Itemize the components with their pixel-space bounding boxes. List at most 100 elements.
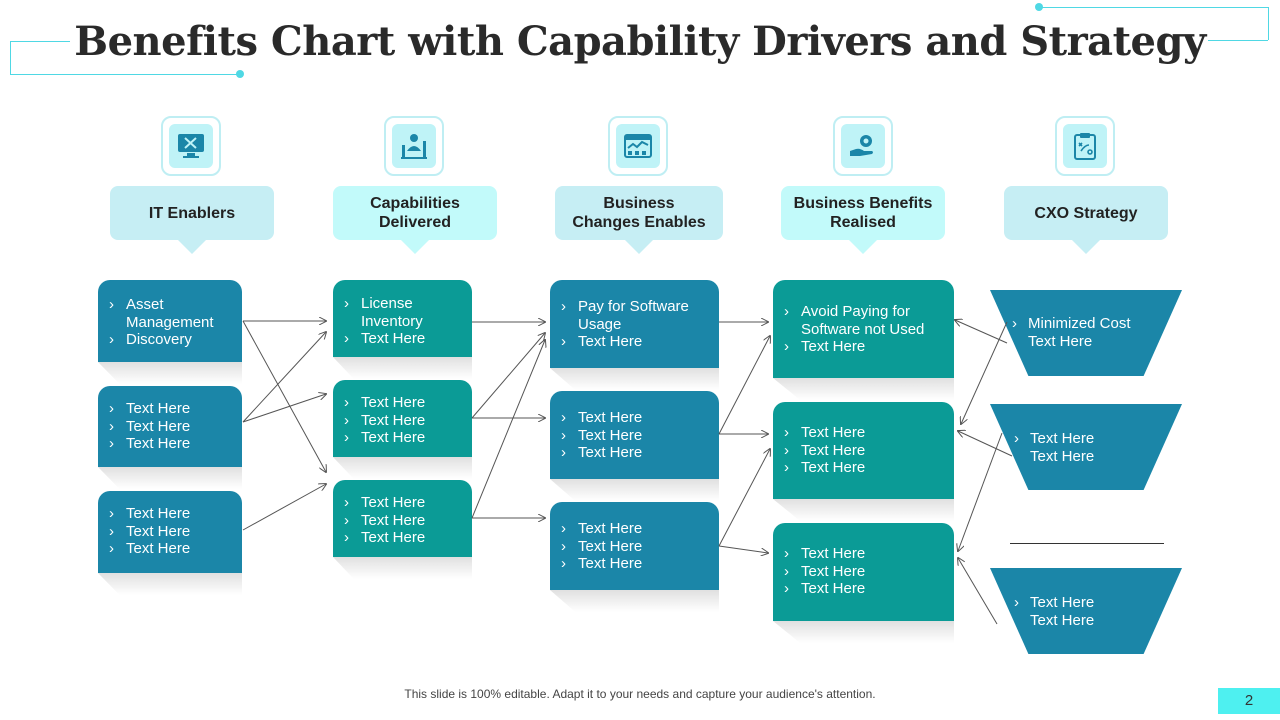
box-shadow (98, 467, 242, 489)
list-item: Text Here (109, 505, 232, 523)
capability-box: License Inventory Text Here (333, 280, 472, 357)
page-number: 2 (1218, 688, 1280, 714)
list-item: Text Here (561, 427, 709, 445)
column-header-capabilities: Capabilities Delivered (333, 186, 497, 254)
box-shadow (333, 557, 472, 579)
column-header-cxo-strategy: CXO Strategy (1004, 186, 1168, 254)
connector-arrow (958, 558, 998, 625)
it-enabler-box: Text Here Text Here Text Here (98, 386, 242, 467)
column-icon-frame (608, 116, 668, 176)
column-header-label: CXO Strategy (1034, 204, 1138, 222)
corner-dot-right (1035, 3, 1043, 11)
cxo-strategy-shape: Minimized Cost Text Here (990, 290, 1182, 376)
box-shadow (333, 357, 472, 379)
list-item: Text Here (109, 435, 232, 453)
worker-chart-icon (401, 134, 427, 159)
list-item: Text Here (561, 520, 709, 538)
list-item: Text Here (1030, 448, 1095, 465)
corner-line-left (10, 74, 240, 75)
column-icon-frame (161, 116, 221, 176)
business-change-box: Pay for Software Usage Text Here (550, 280, 719, 368)
box-shadow (98, 362, 242, 384)
column-icon-frame (833, 116, 893, 176)
box-shadow (98, 573, 242, 595)
business-benefit-box: Text Here Text Here Text Here (773, 523, 954, 621)
connector-arrow (958, 431, 1013, 457)
business-change-box: Text Here Text Here Text Here (550, 391, 719, 479)
list-item: Text Here (109, 418, 232, 436)
capability-box: Text Here Text Here Text Here (333, 380, 472, 457)
list-item: Minimized Cost (1012, 315, 1182, 333)
column-header-label: Business Changes Enables (572, 195, 706, 231)
connector-arrow (471, 333, 545, 419)
box-shadow (550, 590, 719, 612)
list-item: Text Here (109, 400, 232, 418)
connector-arrow (471, 340, 545, 519)
list-item: Text Here (784, 459, 944, 477)
it-enabler-box: Text Here Text Here Text Here (98, 491, 242, 573)
it-enabler-box: Asset Management Discovery (98, 280, 242, 362)
list-item: Text Here (784, 580, 944, 598)
box-shadow (550, 368, 719, 390)
connector-arrow (958, 432, 1003, 551)
corner-line-left (10, 41, 11, 74)
box-shadow (773, 378, 954, 400)
box-shadow (550, 479, 719, 501)
list-item: Text Here (784, 442, 944, 460)
list-item: Avoid Paying for Software not Used (784, 303, 931, 338)
connector-arrow (242, 332, 326, 423)
box-shadow (773, 499, 954, 521)
cxo-strategy-shape: Text Here Text Here (990, 404, 1182, 490)
list-item: Text Here (1014, 594, 1182, 612)
hand-gear-icon (850, 135, 873, 156)
connector-arrow (961, 321, 1008, 424)
list-item: Text Here (784, 545, 944, 563)
column-header-label: IT Enablers (148, 204, 236, 222)
column-header-business-benefits: Business Benefits Realised (781, 186, 945, 254)
list-item: Text Here (344, 512, 462, 530)
footer-note: This slide is 100% editable. Adapt it to… (404, 687, 876, 701)
column-header-label: Capabilities Delivered (370, 195, 460, 231)
column-icon-frame (384, 116, 444, 176)
list-item: Text Here (109, 540, 232, 558)
business-benefit-box: Avoid Paying for Software not Used Text … (773, 280, 954, 378)
list-item: Text Here (784, 424, 944, 442)
list-item: Text Here (561, 333, 709, 351)
connector-arrow (242, 320, 326, 472)
column-header-business-changes: Business Changes Enables (555, 186, 723, 254)
list-item: Discovery (109, 331, 232, 349)
capability-box: Text Here Text Here Text Here (333, 480, 472, 557)
list-item: Text Here (1014, 430, 1182, 448)
list-item: Text Here (784, 563, 944, 581)
list-item: Text Here (1028, 333, 1093, 350)
list-item: Text Here (109, 523, 232, 541)
list-item: Text Here (1030, 612, 1095, 629)
monitor-tools-icon (178, 134, 204, 158)
list-item: Text Here (344, 394, 462, 412)
list-item: Text Here (344, 429, 462, 447)
box-shadow (333, 457, 472, 479)
corner-line-right (1268, 7, 1269, 40)
list-item: Pay for Software Usage (561, 298, 698, 333)
box-shadow (773, 621, 954, 643)
list-item: Text Here (344, 330, 462, 348)
divider-line (1010, 543, 1164, 544)
list-item: Text Here (561, 538, 709, 556)
business-benefit-box: Text Here Text Here Text Here (773, 402, 954, 499)
connector-arrow (718, 336, 770, 435)
list-item: Text Here (784, 338, 944, 356)
list-item: Text Here (344, 494, 462, 512)
connector-arrow (242, 394, 326, 423)
column-icon-frame (1055, 116, 1115, 176)
corner-line-left (10, 41, 70, 42)
connector-arrow (955, 320, 1008, 344)
page-title: Benefits Chart with Capability Drivers a… (74, 18, 1206, 65)
list-item: Text Here (344, 529, 462, 547)
connector-arrow (718, 449, 770, 547)
dashboard-window-icon (624, 134, 652, 158)
corner-line-right (1208, 40, 1268, 41)
clipboard-strategy-icon (1074, 133, 1096, 160)
list-item: License Inventory (344, 295, 431, 330)
list-item: Text Here (561, 409, 709, 427)
